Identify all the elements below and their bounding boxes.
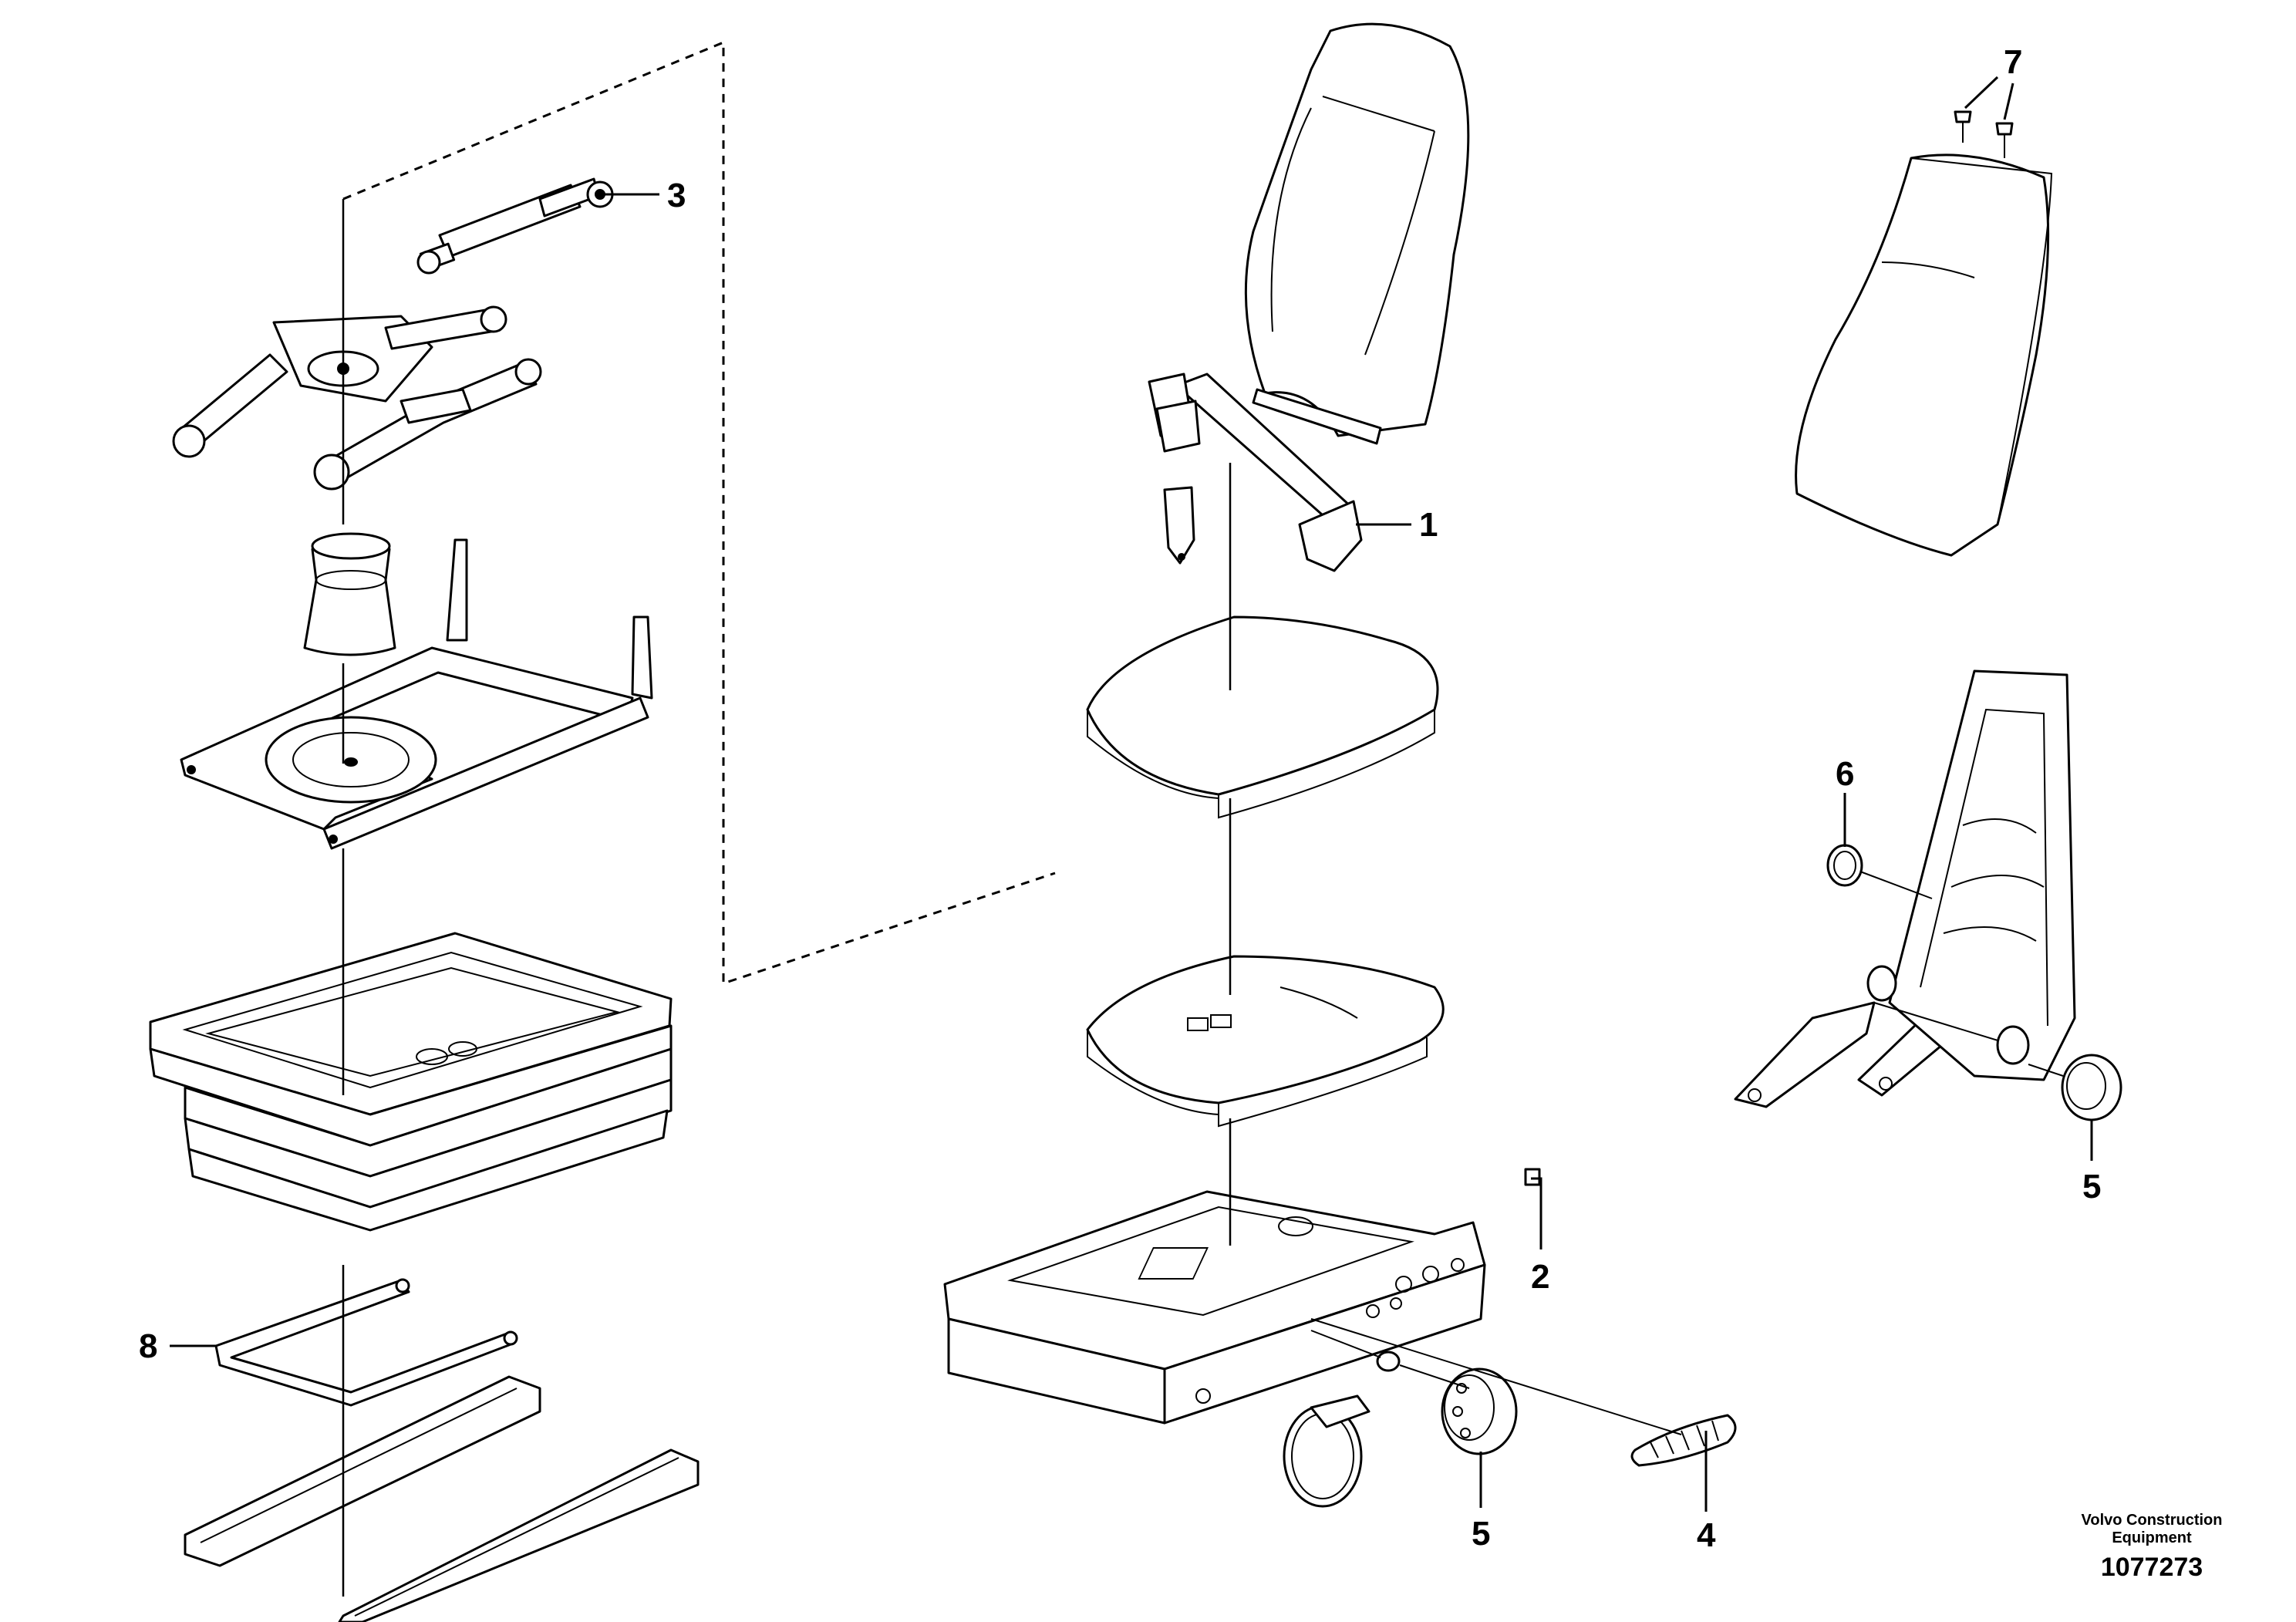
callout-4: 4 [1697, 1516, 1716, 1554]
callout-3: 3 [667, 177, 686, 214]
seat-cushion-lower [1086, 955, 1445, 1128]
callout-1: 1 [1419, 506, 1438, 544]
backrest-cover [1795, 153, 2053, 557]
adjustment-knob-backrest-small [1826, 844, 1933, 899]
guide-bar [214, 1278, 518, 1407]
clip [1524, 1168, 1541, 1186]
slide-rails [184, 1375, 700, 1622]
brand-line-1: Volvo Construction [2081, 1512, 2223, 1529]
callout-5-seat: 5 [1472, 1515, 1490, 1553]
backrest-cushion [1244, 22, 1470, 445]
gear-wheel [1283, 1394, 1371, 1508]
adjustment-knob-backrest [2028, 1054, 2122, 1121]
callout-7: 7 [2004, 43, 2022, 81]
bellows-pan [149, 932, 673, 1232]
detail-frame-boundary [342, 40, 1056, 986]
suspension-assembly [149, 40, 1056, 1622]
nut [1376, 1351, 1401, 1372]
upper-frame [180, 538, 653, 850]
scissor-linkage [172, 305, 542, 491]
tension-spring [1630, 1414, 1737, 1467]
brand-line-2: Equipment [2112, 1529, 2192, 1546]
callout-numbers: 1 2 3 4 5 5 6 7 8 [139, 43, 2101, 1554]
seat-belt [1148, 373, 1363, 572]
backrest-assembly [1734, 110, 2122, 1121]
callout-6: 6 [1836, 755, 1854, 793]
backrest-frame [1734, 669, 2076, 1108]
damper [303, 532, 396, 656]
adjustment-knob-seat [1441, 1367, 1518, 1455]
callout-8: 8 [139, 1327, 157, 1365]
screws [1954, 110, 2014, 158]
seat-assembly [943, 22, 1737, 1508]
gas-spring [416, 177, 614, 275]
seat-cushion-upper [1086, 615, 1439, 819]
drawing-number: 1077273 [2100, 1553, 2203, 1582]
callout-2: 2 [1531, 1258, 1549, 1296]
seat-frame [943, 1190, 1486, 1425]
callout-5-backrest: 5 [2082, 1168, 2101, 1206]
footer: Volvo Construction Equipment 1077273 [2036, 1512, 2267, 1583]
leader-lines [170, 76, 2093, 1512]
